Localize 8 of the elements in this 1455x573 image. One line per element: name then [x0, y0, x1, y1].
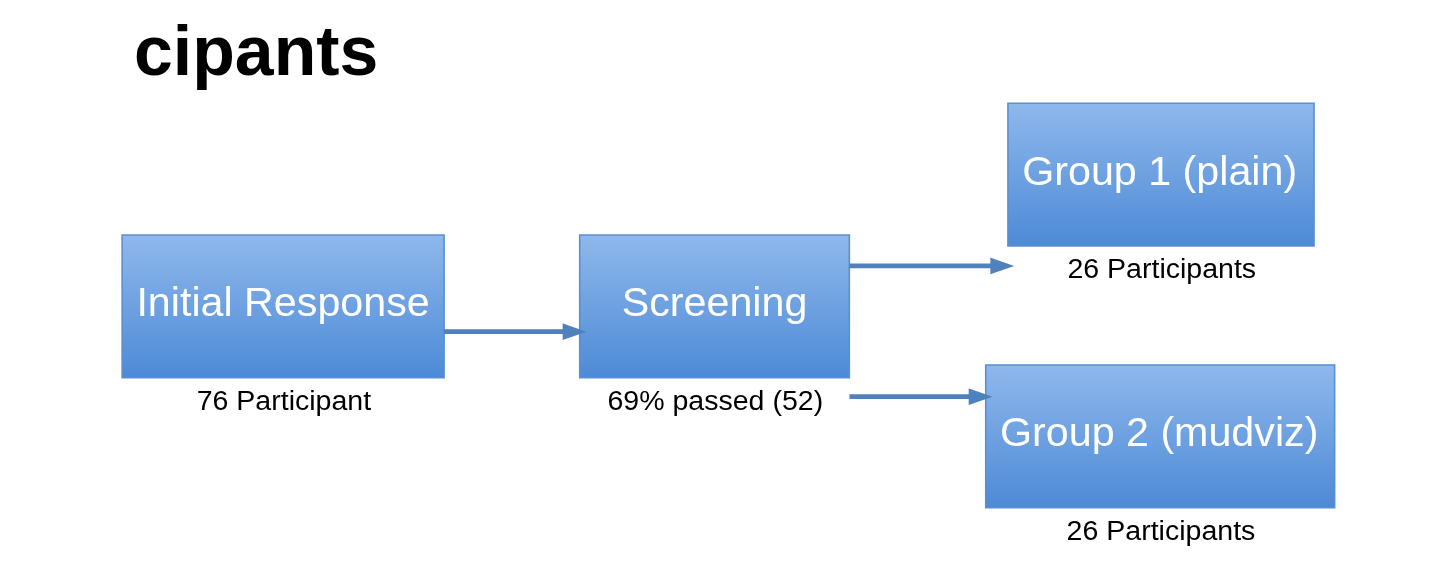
node-label: 26 Participants: [1066, 252, 1256, 285]
diagram-title: cipants: [133, 12, 378, 91]
node-label: 26 Participants: [1066, 514, 1255, 547]
node-label: 76 Participant: [196, 384, 371, 417]
arrow: [848, 257, 1014, 275]
arrow: [443, 323, 586, 341]
arrow: [848, 388, 993, 406]
node-label: 69% passed (52): [606, 384, 823, 417]
